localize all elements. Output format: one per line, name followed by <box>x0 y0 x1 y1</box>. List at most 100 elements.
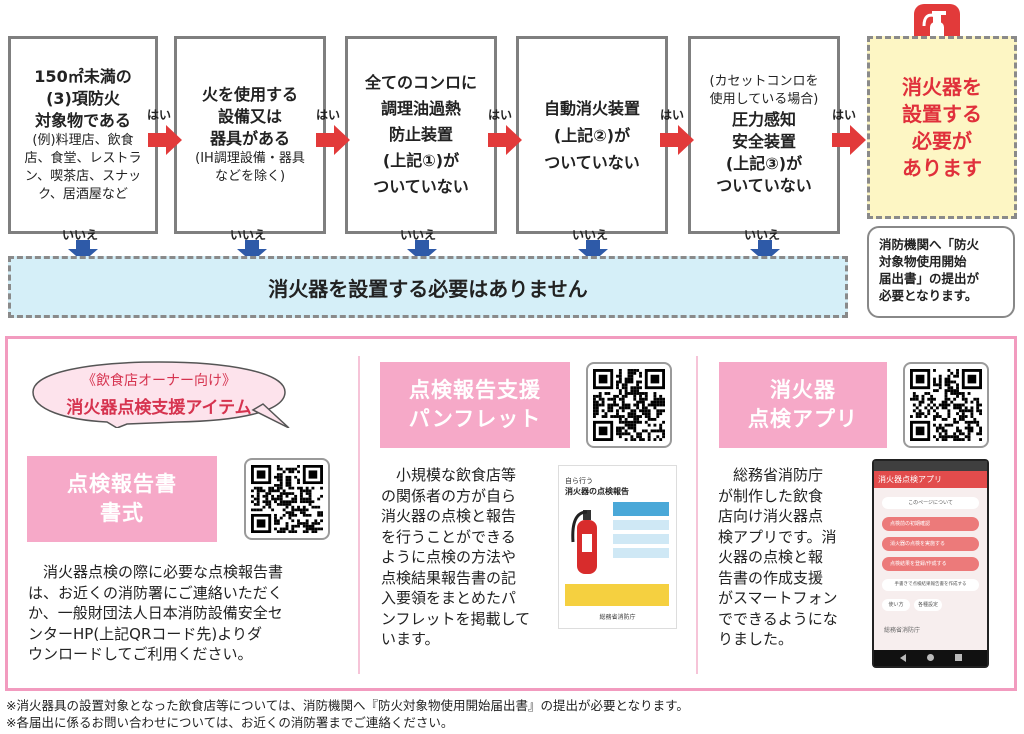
form-desc-line: か、一般財団法人日本消防設備安全セ <box>28 604 283 622</box>
yes-label-2: はい <box>316 108 341 122</box>
pamphlet-cover-title: 消火器の点検報告 <box>565 487 629 496</box>
pamphlet-qr-code[interactable] <box>586 362 672 448</box>
flow-box-2-line3: 器具がある <box>209 129 290 148</box>
arrow-down-icon <box>68 240 98 262</box>
form-description: 消火器点検の際に必要な点検報告書 は、お近くの消防署にご連絡いただく か、一般財… <box>28 562 353 665</box>
pamphlet-title-line1: 点検報告支援 <box>409 378 541 402</box>
flow-box-1-line6: ン、喫茶店、スナッ <box>24 169 142 184</box>
app-desc-line: がスマートフォン <box>718 589 838 607</box>
flow-box-2-line5: などを除く) <box>214 169 286 184</box>
speech-bubble <box>32 361 290 428</box>
pamphlet-cover-footer: 総務省消防庁 <box>599 614 636 621</box>
app-title-line2: 点検アプリ <box>748 407 858 431</box>
no-label-3: いいえ <box>400 228 437 242</box>
flow-box-1-line3: 対象物である <box>35 111 131 130</box>
form-desc-line: は、お近くの消防署にご連絡いただく <box>28 583 283 602</box>
note-line1: 消防機関へ「防火 <box>879 237 980 252</box>
arrow-down-icon <box>237 240 267 262</box>
result-line3: 必要が <box>912 128 972 153</box>
flow-box-3-line4: (上記①)が <box>382 151 460 170</box>
form-desc-line: ンターHP(上記QRコード先)よりダ <box>28 624 262 643</box>
flow-box-1: 150㎡未満の (3)項防火 対象物である (例)料理店、飲食 店、食堂、レスト… <box>8 36 158 234</box>
app-screen-button: 点検前の初期確認 <box>882 517 979 531</box>
yes-label-1: はい <box>147 108 172 122</box>
pamphlet-cover-small: 自ら行う <box>565 477 593 485</box>
app-screen-title: 消火器点検アプリ <box>878 475 942 484</box>
flow-box-4-line3: ついていない <box>544 152 640 172</box>
app-screen-button: 消火器の点検を実施する <box>882 537 979 551</box>
flow-box-2-line1: 火を使用する <box>201 85 298 104</box>
flow-box-2: 火を使用する 設備又は 器具がある (IH調理設備・器具 などを除く) <box>174 36 326 234</box>
pamphlet-title-line2: パンフレット <box>408 407 542 431</box>
nav-recent-icon <box>955 654 962 661</box>
flow-box-1-line4: (例)料理店、飲食 <box>32 133 134 148</box>
arrow-right-icon <box>832 125 866 155</box>
note-line4: 必要となります。 <box>879 288 978 303</box>
app-title-line1: 消火器 <box>770 378 836 402</box>
arrow-right-icon <box>316 125 350 155</box>
arrow-right-icon <box>148 125 182 155</box>
app-desc-line: りました。 <box>718 630 794 648</box>
pamphlet-desc-line: 消火器の点検と報告 <box>381 507 517 525</box>
pamphlet-heading: 点検報告支援 パンフレット <box>380 362 570 448</box>
form-title-line1: 点検報告書 <box>67 472 177 496</box>
yes-label-4: はい <box>660 108 685 122</box>
flow-box-1-line2: (3)項防火 <box>46 89 120 108</box>
flow-box-3-line5: ついていない <box>373 177 469 196</box>
no-label-1: いいえ <box>62 228 99 242</box>
app-description: 総務省消防庁 が制作した飲食 店向け消火器点 検アプリです。消 火器の点検と報 … <box>718 465 870 650</box>
fire-extinguisher-icon <box>571 510 597 574</box>
divider <box>358 356 360 674</box>
app-desc-line: でできるようにな <box>718 609 838 628</box>
flow-box-4: 自動消火装置 (上記②)が ついていない <box>516 36 668 234</box>
flow-box-3-line1: 全てのコンロに <box>364 73 477 92</box>
pamphlet-desc-line: 小規模な飲食店等 <box>396 466 517 484</box>
form-heading: 点検報告書 書式 <box>27 456 217 542</box>
nav-home-icon <box>927 654 934 661</box>
flow-box-3-line3: 防止装置 <box>388 125 453 144</box>
app-qr-code[interactable] <box>903 362 989 448</box>
no-label-5: いいえ <box>744 228 781 242</box>
flow-box-5: (カセットコンロを 使用している場合) 圧力感知 安全装置 (上記③)が ついて… <box>688 36 840 234</box>
arrow-right-icon <box>660 125 694 155</box>
app-desc-line: が制作した飲食 <box>718 486 824 505</box>
flow-box-1-line5: 店、食堂、レストラ <box>24 151 142 166</box>
flow-box-5-line4: 安全装置 <box>731 132 796 151</box>
yes-label-3: はい <box>488 108 513 122</box>
pamphlet-desc-line: ンフレットを掲載して <box>381 609 531 628</box>
flow-box-4-line2: (上記②)が <box>553 125 631 145</box>
flow-box-2-line4: (IH調理設備・器具 <box>195 151 305 166</box>
nav-back-icon <box>900 654 906 662</box>
flow-box-1-line7: ク、居酒屋など <box>38 187 128 202</box>
bubble-title: 消火器点検支援アイテム <box>66 398 252 418</box>
app-desc-line: 火器の点検と報 <box>718 548 824 566</box>
note-line2: 対象物使用開始 <box>879 254 967 269</box>
pamphlet-description: 小規模な飲食店等 の関係者の方が自ら 消火器の点検と報告 を行うことができる よ… <box>381 465 556 650</box>
app-desc-line: 検アプリです。消 <box>718 527 837 546</box>
flow-box-2-line2: 設備又は <box>217 107 282 126</box>
pamphlet-desc-line: 点検結果報告書の記 <box>381 568 517 587</box>
result-line4: あります <box>902 155 982 180</box>
app-desc-line: 告書の作成支援 <box>718 568 824 587</box>
footer-note-2: ※各届出に係るお問い合わせについては、お近くの消防署までご連絡ください。 <box>6 715 454 730</box>
flow-box-5-line3: 圧力感知 <box>731 110 796 129</box>
arrow-right-icon <box>488 125 522 155</box>
result-required-box: 消火器を 設置する 必要が あります <box>867 36 1017 219</box>
form-desc-line: ウンロードしてご利用ください。 <box>28 645 253 663</box>
pamphlet-desc-line: の関係者の方が自ら <box>381 486 517 505</box>
flow-box-1-line1: 150㎡未満の <box>34 67 132 86</box>
pamphlet-cover-image: 自ら行う 消火器の点検報告 総務省消防庁 <box>558 465 677 629</box>
form-qr-code[interactable] <box>244 458 330 540</box>
no-label-2: いいえ <box>230 228 267 242</box>
note-line3: 届出書」の提出が <box>879 271 980 286</box>
arrow-down-icon <box>750 240 780 262</box>
pamphlet-desc-line: います。 <box>381 630 440 648</box>
bubble-subtitle: 《飲食店オーナー向け》 <box>82 373 236 389</box>
result-line1: 消火器を <box>902 74 982 99</box>
yes-label-5: はい <box>832 108 857 122</box>
flow-box-4-line1: 自動消火装置 <box>543 98 640 118</box>
app-desc-line: 店向け消火器点 <box>718 507 824 525</box>
app-screen-button: 手書きで点検結果報告書を作成する <box>882 579 979 591</box>
pamphlet-desc-line: を行うことができる <box>381 527 516 546</box>
flow-box-3-line2: 調理油過熱 <box>380 99 461 118</box>
